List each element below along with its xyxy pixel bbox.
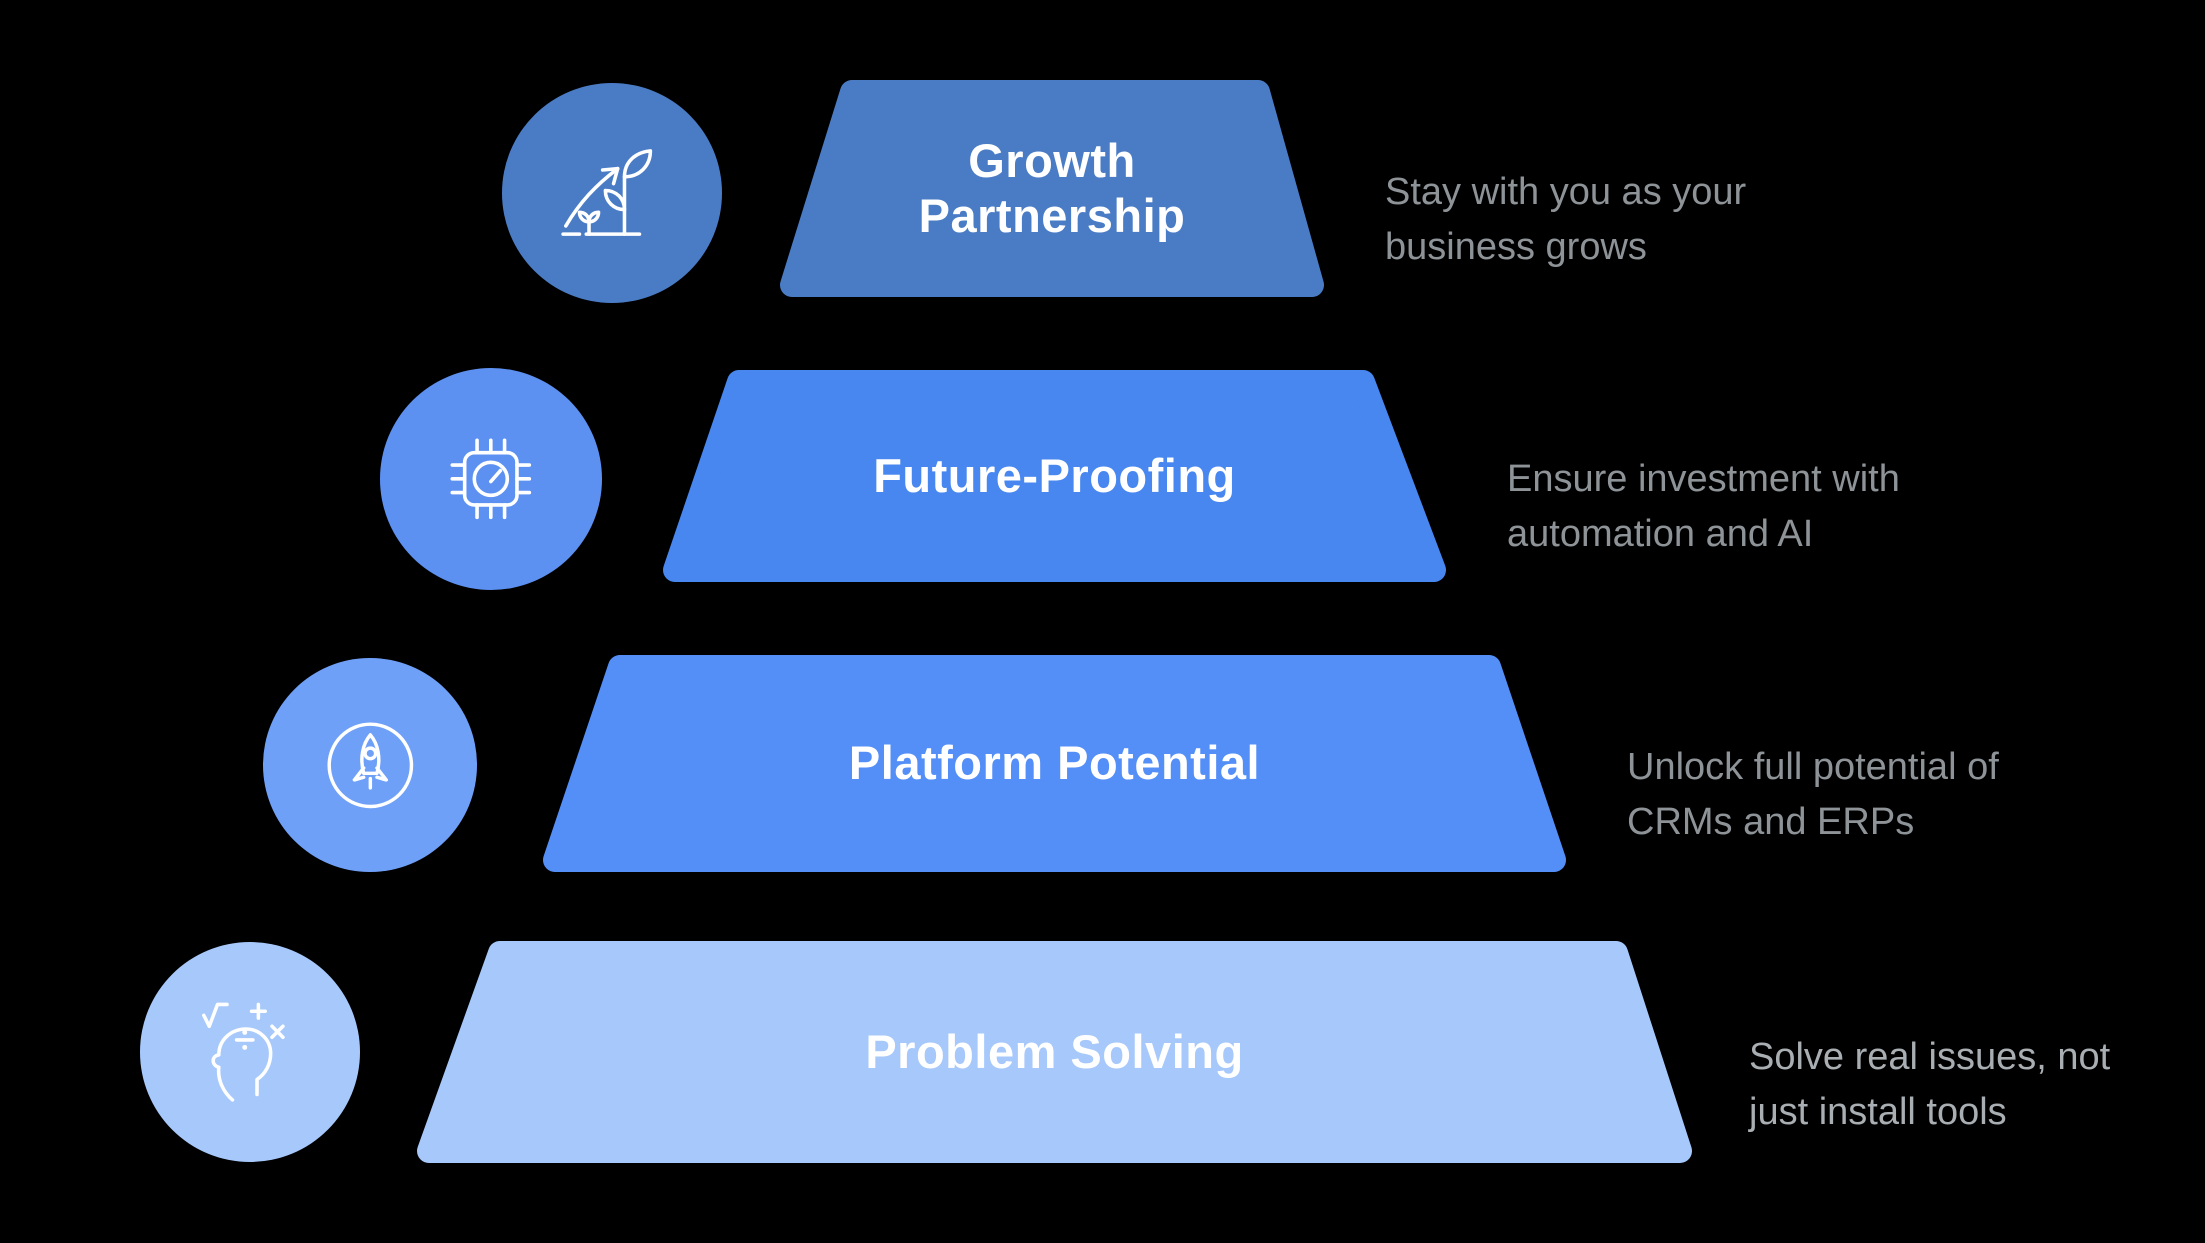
- level-label-text: Platform Potential: [848, 736, 1261, 790]
- trapezoid-shape: [663, 370, 1446, 582]
- description-line: just install tools: [1749, 1091, 2007, 1134]
- description-line: Solve real issues, not: [1749, 1036, 2111, 1078]
- level-description: Ensure investment with automation and AI: [1507, 452, 1900, 562]
- pyramid-level-problem-solving: Problem Solving: [415, 941, 1694, 1163]
- level-description: Unlock full potential of CRMs and ERPs: [1627, 740, 1999, 850]
- rocket-icon-circle: [263, 658, 477, 872]
- description-line: Stay with you as your: [1385, 171, 1747, 213]
- head-math-icon: [201, 1002, 285, 1102]
- trapezoid-shape: [543, 655, 1566, 872]
- level-label: Problem Solving: [415, 941, 1694, 1163]
- rocket-icon: [327, 722, 413, 808]
- pyramid-level-growth-partnership: Growth Partnership: [778, 80, 1326, 297]
- level-label-text: Growth Partnership: [918, 134, 1186, 242]
- level-label-text: Future-Proofing: [873, 448, 1236, 502]
- level-label: Growth Partnership: [778, 80, 1326, 297]
- description-line: CRMs and ERPs: [1627, 801, 1915, 844]
- chip-icon-circle: [380, 368, 602, 590]
- description-line: Unlock full potential of: [1627, 746, 1999, 788]
- level-label: Future-Proofing: [661, 370, 1448, 582]
- level-label-text: Problem Solving: [865, 1024, 1244, 1078]
- pyramid-level-platform-potential: Platform Potential: [541, 655, 1568, 872]
- trapezoid-shape: [417, 941, 1692, 1163]
- trapezoid-shape: [780, 80, 1324, 297]
- chip-gauge-icon: [450, 438, 532, 520]
- head-icon-circle: [140, 942, 360, 1162]
- level-label: Platform Potential: [541, 655, 1568, 872]
- growth-icon-circle: [502, 83, 722, 303]
- level-description: Stay with you as your business grows: [1385, 165, 1746, 275]
- description-line: Ensure investment with: [1507, 458, 1900, 500]
- level-description: Solve real issues, not just install tool…: [1749, 1030, 2110, 1140]
- description-line: business grows: [1385, 226, 1647, 269]
- description-line: automation and AI: [1507, 513, 1814, 556]
- growth-plant-icon: [561, 148, 652, 236]
- pyramid-level-future-proofing: Future-Proofing: [661, 370, 1448, 582]
